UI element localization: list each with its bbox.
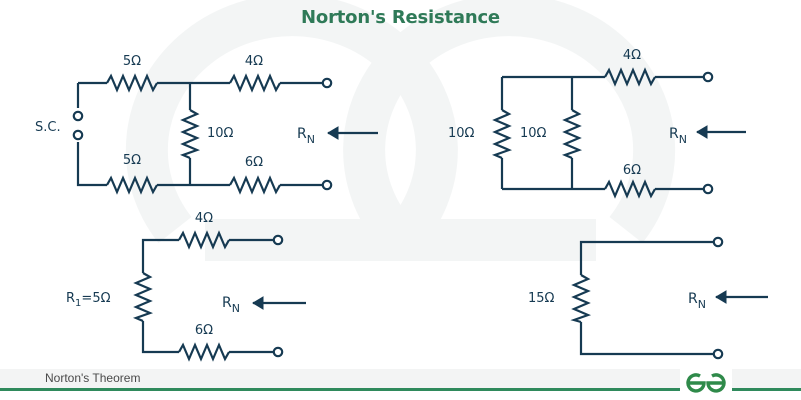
terminal-bottom: [712, 348, 724, 360]
footer-band: [0, 369, 801, 388]
label-15ohm: 15Ω: [528, 291, 555, 306]
terminal-bottom: [272, 346, 284, 358]
label-5ohm-top: 5Ω: [123, 54, 141, 69]
terminal-top: [712, 236, 724, 248]
terminal-top: [702, 71, 714, 83]
rn-arrow-head-icon: [327, 126, 339, 140]
wire: [502, 75, 605, 191]
resistor-10ohm-middle: [179, 109, 201, 160]
circuit-1: 5Ω 5Ω 10Ω 4Ω 6Ω S.C. RN: [35, 54, 378, 195]
label-rn: RN: [222, 295, 240, 315]
label-5ohm-bottom: 5Ω: [123, 153, 141, 168]
resistor-10ohm-right: [561, 109, 583, 160]
label-6ohm: 6Ω: [623, 163, 641, 178]
resistor-4ohm: [229, 73, 281, 93]
page-title: Norton's Resistance: [301, 7, 500, 28]
label-rn: RN: [297, 126, 315, 146]
resistor-4ohm: [604, 67, 656, 87]
terminal-top: [321, 77, 333, 89]
resistor-4ohm: [178, 230, 230, 250]
wire: [141, 238, 179, 354]
short-circuit-terminal-top: [72, 110, 84, 122]
label-4ohm: 4Ω: [195, 211, 213, 226]
resistor-6ohm: [178, 342, 230, 362]
terminal-bottom: [321, 179, 333, 191]
wire: [76, 83, 107, 187]
circuit-2: 10Ω 10Ω 4Ω 6Ω RN: [448, 48, 746, 199]
short-circuit-terminal-bottom: [72, 129, 84, 141]
resistor-r1-5ohm: [132, 272, 154, 323]
label-rn: RN: [669, 126, 687, 146]
label-r1: R1=5Ω: [66, 291, 111, 309]
resistor-6ohm: [229, 175, 281, 195]
label-10ohm-left: 10Ω: [448, 126, 475, 141]
geeksforgeeks-logo-icon: [686, 373, 726, 393]
footer-caption: Norton's Theorem: [45, 371, 141, 385]
label-6ohm: 6Ω: [195, 323, 213, 338]
rn-arrow-head-icon: [696, 125, 708, 139]
label-10ohm: 10Ω: [207, 126, 234, 141]
rn-arrow-head-icon: [252, 296, 264, 310]
footer-divider: [0, 388, 801, 391]
resistor-6ohm: [604, 179, 656, 199]
circuit-3: R1=5Ω 4Ω 6Ω RN: [66, 211, 306, 362]
label-rn: RN: [688, 291, 706, 311]
resistor-5ohm-bottom: [106, 175, 158, 195]
wire: [579, 240, 714, 356]
terminal-bottom: [702, 183, 714, 195]
label-4ohm: 4Ω: [623, 48, 641, 63]
resistor-10ohm-left: [491, 109, 513, 160]
terminal-top: [272, 234, 284, 246]
rn-arrow-head-icon: [715, 290, 727, 304]
circuit-4: 15Ω RN: [528, 236, 768, 360]
brand-logo: [680, 365, 732, 400]
resistor-5ohm-top: [106, 73, 158, 93]
label-4ohm: 4Ω: [245, 54, 263, 69]
resistor-15ohm: [570, 274, 592, 324]
label-10ohm-right: 10Ω: [520, 126, 547, 141]
label-6ohm: 6Ω: [245, 155, 263, 170]
label-short-circuit: S.C.: [35, 120, 61, 135]
